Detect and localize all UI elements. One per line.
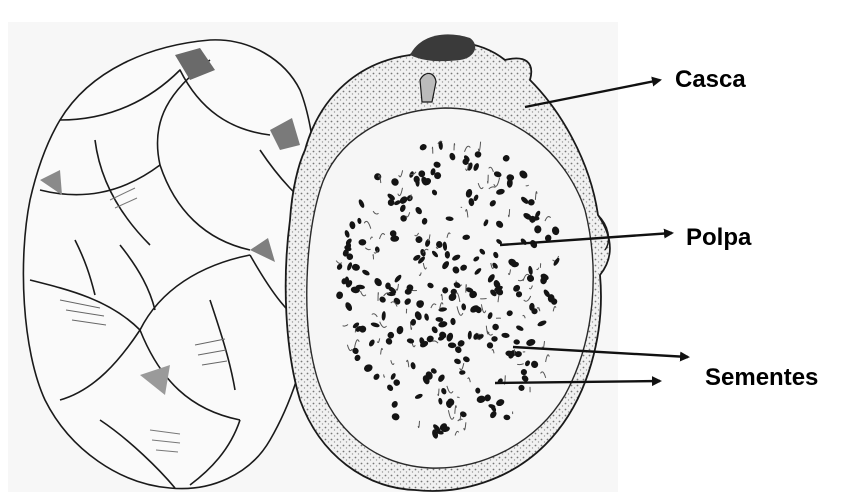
pulp-fiber <box>373 255 374 260</box>
seed <box>531 308 537 314</box>
pulp-area <box>307 108 593 468</box>
label-sementes: Sementes <box>705 364 818 392</box>
label-casca: Casca <box>675 66 746 94</box>
pulp-fiber <box>488 175 489 183</box>
pulp-fiber <box>432 147 433 153</box>
pulp-fiber <box>466 285 467 293</box>
label-polpa: Polpa <box>686 224 751 252</box>
